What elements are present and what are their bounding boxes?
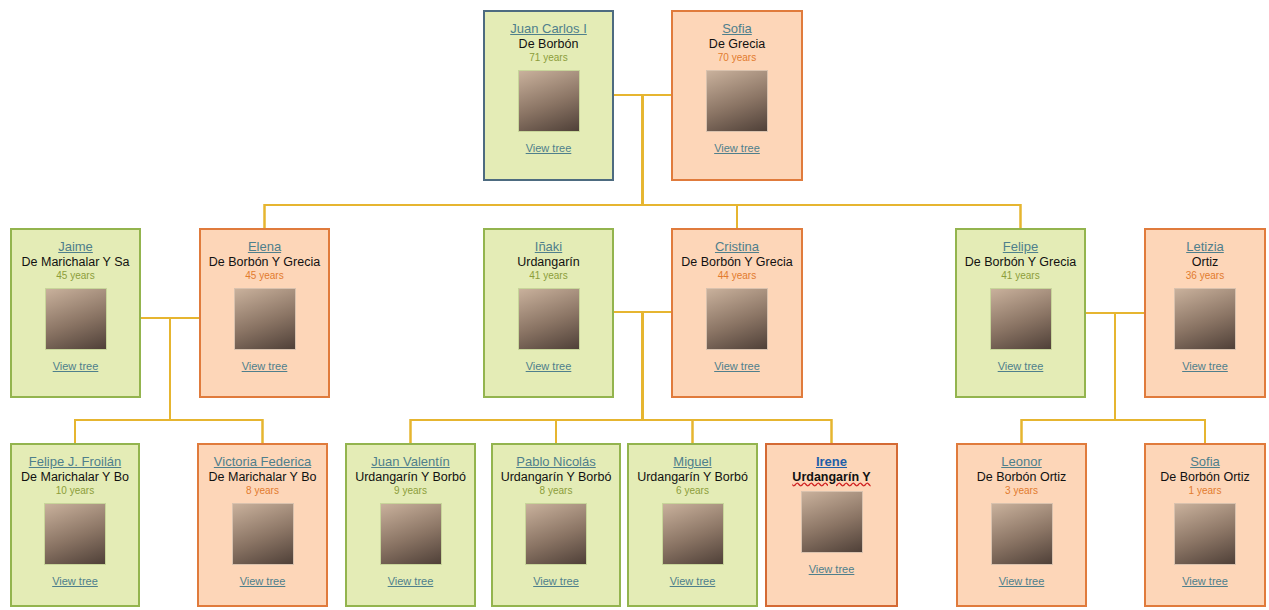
age-label: 8 years bbox=[246, 485, 279, 497]
view-tree-link: View tree bbox=[526, 360, 572, 373]
person-box: FelipeDe Borbón Y Grecia41 yearsView tre… bbox=[955, 228, 1086, 398]
person-name: Sofia bbox=[722, 21, 752, 37]
person-name: Cristina bbox=[715, 239, 759, 255]
photo-placeholder bbox=[1174, 503, 1236, 565]
person-box: SofiaDe Borbón Ortiz1 yearsView tree bbox=[1144, 443, 1266, 607]
person-name: Victoria Federica bbox=[214, 454, 311, 470]
person-box: IreneUrdangarín Y View tree bbox=[765, 443, 898, 607]
person-box: Juan ValentínUrdangarín Y Borbó9 yearsVi… bbox=[345, 443, 476, 607]
view-tree-link: View tree bbox=[240, 575, 286, 588]
person-name: Letizia bbox=[1186, 239, 1224, 255]
view-tree-link: View tree bbox=[53, 360, 99, 373]
family-name: De Marichalar Y Bo bbox=[209, 470, 317, 485]
person-name: Felipe J. Froilán bbox=[29, 454, 121, 470]
view-tree-link: View tree bbox=[998, 360, 1044, 373]
person-name: Leonor bbox=[1001, 454, 1041, 470]
family-name: Urdangarín Y Borbó bbox=[637, 470, 748, 485]
photo-placeholder bbox=[45, 288, 107, 350]
family-name: De Borbón bbox=[519, 37, 579, 52]
age-label: 36 years bbox=[1186, 270, 1224, 282]
photo-placeholder bbox=[518, 70, 580, 132]
age-label: 41 years bbox=[1001, 270, 1039, 282]
family-name: Urdangarín bbox=[517, 255, 580, 270]
person-name: Pablo Nicolás bbox=[516, 454, 596, 470]
view-tree-link: View tree bbox=[52, 575, 98, 588]
family-name: De Marichalar Y Sa bbox=[22, 255, 130, 270]
family-name: De Borbón Y Grecia bbox=[681, 255, 792, 270]
photo-placeholder bbox=[662, 503, 724, 565]
person-name: Iñaki bbox=[535, 239, 562, 255]
view-tree-link: View tree bbox=[242, 360, 288, 373]
family-name: Urdangarín Y bbox=[792, 470, 870, 485]
age-label: 45 years bbox=[56, 270, 94, 282]
age-label: 8 years bbox=[540, 485, 573, 497]
photo-placeholder bbox=[706, 288, 768, 350]
family-name: De Borbón Y Grecia bbox=[209, 255, 320, 270]
person-name: Irene bbox=[816, 454, 847, 470]
family-name: De Borbón Ortiz bbox=[977, 470, 1067, 485]
photo-placeholder bbox=[380, 503, 442, 565]
person-name: Elena bbox=[248, 239, 281, 255]
view-tree-link: View tree bbox=[388, 575, 434, 588]
family-name: De Borbón Ortiz bbox=[1160, 470, 1250, 485]
photo-placeholder bbox=[706, 70, 768, 132]
person-box: IñakiUrdangarín41 yearsView tree bbox=[483, 228, 614, 398]
person-box: LetiziaOrtiz36 yearsView tree bbox=[1144, 228, 1266, 398]
view-tree-link: View tree bbox=[670, 575, 716, 588]
person-name: Felipe bbox=[1003, 239, 1038, 255]
age-label: 10 years bbox=[56, 485, 94, 497]
photo-placeholder bbox=[525, 503, 587, 565]
person-name: Juan Carlos I bbox=[510, 21, 587, 37]
age-label: 1 years bbox=[1189, 485, 1222, 497]
age-label: 3 years bbox=[1005, 485, 1038, 497]
person-box: ElenaDe Borbón Y Grecia45 yearsView tree bbox=[199, 228, 330, 398]
person-name: Juan Valentín bbox=[371, 454, 450, 470]
view-tree-link: View tree bbox=[714, 142, 760, 155]
photo-placeholder bbox=[801, 491, 863, 553]
person-box: Pablo NicolásUrdangarín Y Borbó8 yearsVi… bbox=[491, 443, 621, 607]
view-tree-link: View tree bbox=[533, 575, 579, 588]
person-box: Felipe J. FroilánDe Marichalar Y Bo10 ye… bbox=[10, 443, 140, 607]
photo-placeholder bbox=[991, 503, 1053, 565]
person-box: Victoria FedericaDe Marichalar Y Bo8 yea… bbox=[197, 443, 328, 607]
person-box: JaimeDe Marichalar Y Sa45 yearsView tree bbox=[10, 228, 141, 398]
family-name: De Borbón Y Grecia bbox=[965, 255, 1076, 270]
view-tree-link: View tree bbox=[999, 575, 1045, 588]
age-label: 9 years bbox=[394, 485, 427, 497]
photo-placeholder bbox=[1174, 288, 1236, 350]
age-label: 6 years bbox=[676, 485, 709, 497]
person-box: SofiaDe Grecia70 yearsView tree bbox=[671, 10, 803, 181]
photo-placeholder bbox=[234, 288, 296, 350]
family-name: Urdangarín Y Borbó bbox=[355, 470, 466, 485]
photo-placeholder bbox=[44, 503, 106, 565]
person-box: MiguelUrdangarín Y Borbó6 yearsView tree bbox=[627, 443, 758, 607]
view-tree-link: View tree bbox=[714, 360, 760, 373]
person-box: CristinaDe Borbón Y Grecia44 yearsView t… bbox=[671, 228, 803, 398]
person-name: Jaime bbox=[58, 239, 93, 255]
person-name: Miguel bbox=[673, 454, 711, 470]
photo-placeholder bbox=[232, 503, 294, 565]
age-label: 71 years bbox=[529, 52, 567, 64]
family-name: Urdangarín Y Borbó bbox=[501, 470, 612, 485]
person-box: LeonorDe Borbón Ortiz3 yearsView tree bbox=[956, 443, 1087, 607]
age-label: 45 years bbox=[245, 270, 283, 282]
person-name: Sofia bbox=[1190, 454, 1220, 470]
age-label: 70 years bbox=[718, 52, 756, 64]
family-name: De Marichalar Y Bo bbox=[21, 470, 129, 485]
family-name: De Grecia bbox=[709, 37, 765, 52]
age-label: 44 years bbox=[718, 270, 756, 282]
view-tree-link: View tree bbox=[526, 142, 572, 155]
person-box: Juan Carlos IDe Borbón71 yearsView tree bbox=[483, 10, 614, 181]
photo-placeholder bbox=[518, 288, 580, 350]
family-name: Ortiz bbox=[1192, 255, 1218, 270]
view-tree-link: View tree bbox=[1182, 575, 1228, 588]
photo-placeholder bbox=[990, 288, 1052, 350]
view-tree-link: View tree bbox=[1182, 360, 1228, 373]
view-tree-link: View tree bbox=[809, 563, 855, 576]
age-label: 41 years bbox=[529, 270, 567, 282]
